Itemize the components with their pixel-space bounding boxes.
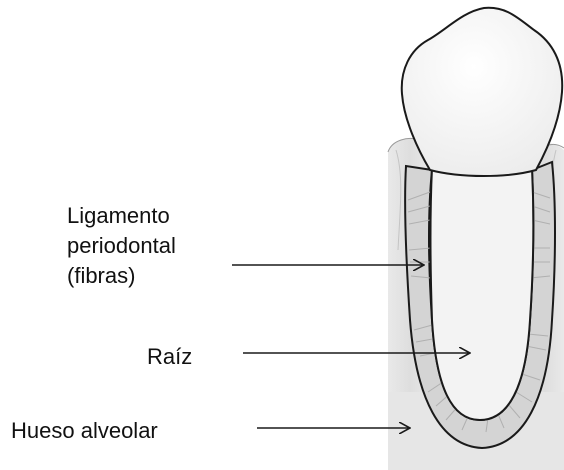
tooth-crown: [402, 8, 562, 176]
label-periodontal-ligament: Ligamento periodontal (fibras): [67, 201, 176, 291]
label-periodontal-ligament-line-1: Ligamento: [67, 201, 176, 231]
label-alveolar-bone: Hueso alveolar: [11, 416, 158, 446]
label-periodontal-ligament-line-2: periodontal: [67, 231, 176, 261]
tooth-root: [431, 168, 534, 420]
label-root: Raíz: [147, 342, 192, 372]
label-periodontal-ligament-line-3: (fibras): [67, 261, 176, 291]
